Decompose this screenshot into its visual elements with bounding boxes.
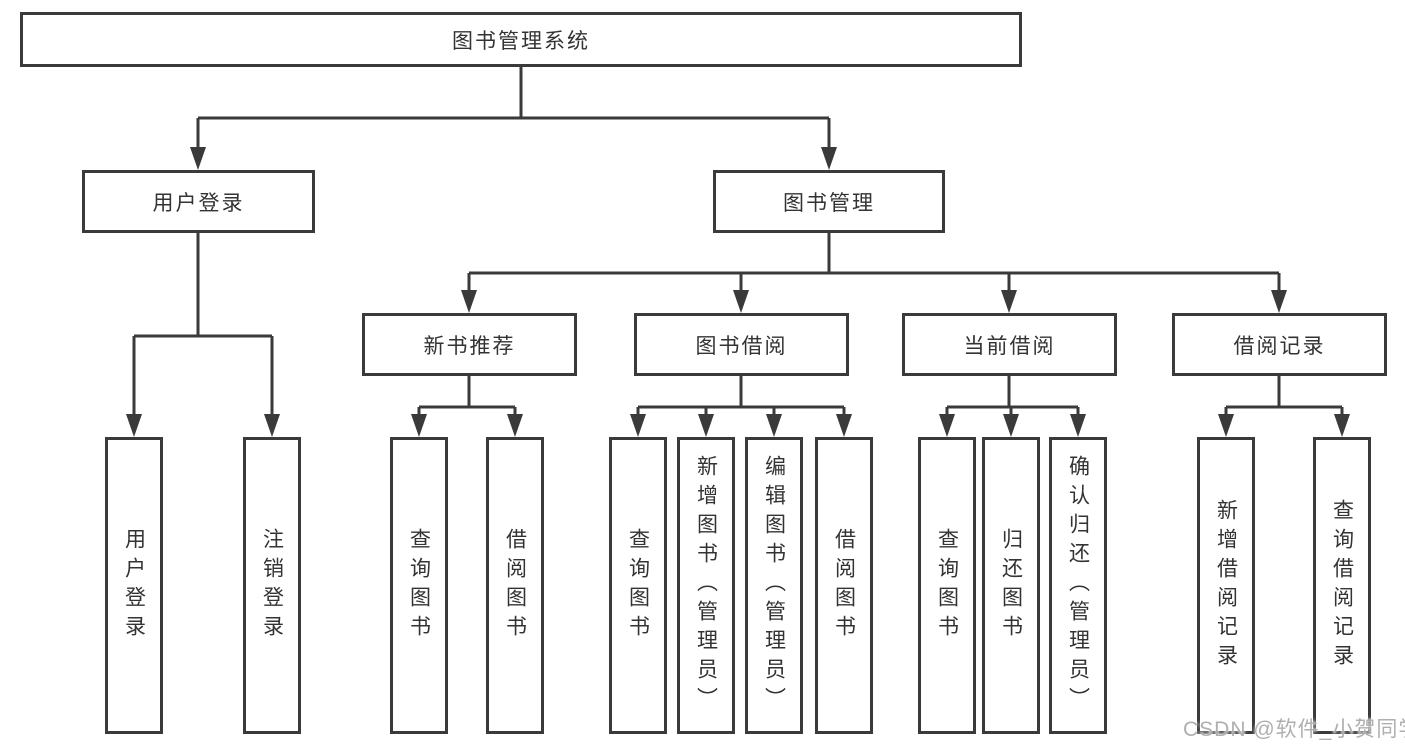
node-leaf-confirm-return-admin: 确认归还（管理员） xyxy=(1049,437,1107,734)
node-leaf-add-borrow-record: 新增借阅记录 xyxy=(1197,437,1255,734)
node-label: 新增借阅记录 xyxy=(1214,498,1238,673)
node-label: 借阅图书 xyxy=(832,527,856,644)
node-label: 归还图书 xyxy=(999,527,1023,644)
node-library-management-system: 图书管理系统 xyxy=(20,12,1022,67)
node-label: 新增图书（管理员） xyxy=(694,455,718,716)
node-leaf-query-books: 查询图书 xyxy=(918,437,976,734)
node-leaf-logout: 注销登录 xyxy=(243,437,301,734)
csdn-watermark: CSDN @软件_小贺同学 xyxy=(1183,718,1405,741)
connector-stems xyxy=(132,67,1344,416)
node-label: 当前借阅 xyxy=(963,334,1056,358)
node-label: 确认归还（管理员） xyxy=(1066,455,1090,716)
node-current-borrowing: 当前借阅 xyxy=(902,313,1117,376)
node-leaf-edit-books-admin: 编辑图书（管理员） xyxy=(745,437,803,734)
node-label: 查询图书 xyxy=(626,527,650,644)
node-label: 图书管理系统 xyxy=(452,29,590,53)
node-label: 用户登录 xyxy=(152,191,245,215)
node-label: 查询借阅记录 xyxy=(1330,498,1354,673)
node-label: 图书管理 xyxy=(783,191,875,215)
node-label: 图书借阅 xyxy=(695,334,788,358)
node-label: 借阅图书 xyxy=(503,527,527,644)
node-leaf-query-borrow-record: 查询借阅记录 xyxy=(1313,437,1371,734)
node-label: 用户登录 xyxy=(122,527,146,644)
node-user-login-module: 用户登录 xyxy=(82,170,315,233)
node-label: 注销登录 xyxy=(260,527,284,644)
connector-arrowheads xyxy=(126,147,1350,437)
node-leaf-add-books-admin: 新增图书（管理员） xyxy=(677,437,735,734)
node-label: 查询图书 xyxy=(935,527,959,644)
node-book-management-module: 图书管理 xyxy=(713,170,945,233)
node-label: 新书推荐 xyxy=(423,334,516,358)
node-leaf-borrow-books: 借阅图书 xyxy=(486,437,544,734)
node-leaf-user-login: 用户登录 xyxy=(105,437,163,734)
node-leaf-query-books: 查询图书 xyxy=(609,437,667,734)
node-leaf-borrow-books: 借阅图书 xyxy=(815,437,873,734)
node-leaf-return-books: 归还图书 xyxy=(982,437,1040,734)
node-leaf-query-books: 查询图书 xyxy=(390,437,448,734)
node-label: 借阅记录 xyxy=(1233,334,1326,358)
node-book-borrowing: 图书借阅 xyxy=(634,313,849,376)
node-new-book-recommendation: 新书推荐 xyxy=(362,313,577,376)
node-label: 编辑图书（管理员） xyxy=(762,455,786,716)
node-label: 查询图书 xyxy=(407,527,431,644)
node-borrowing-records: 借阅记录 xyxy=(1172,313,1387,376)
